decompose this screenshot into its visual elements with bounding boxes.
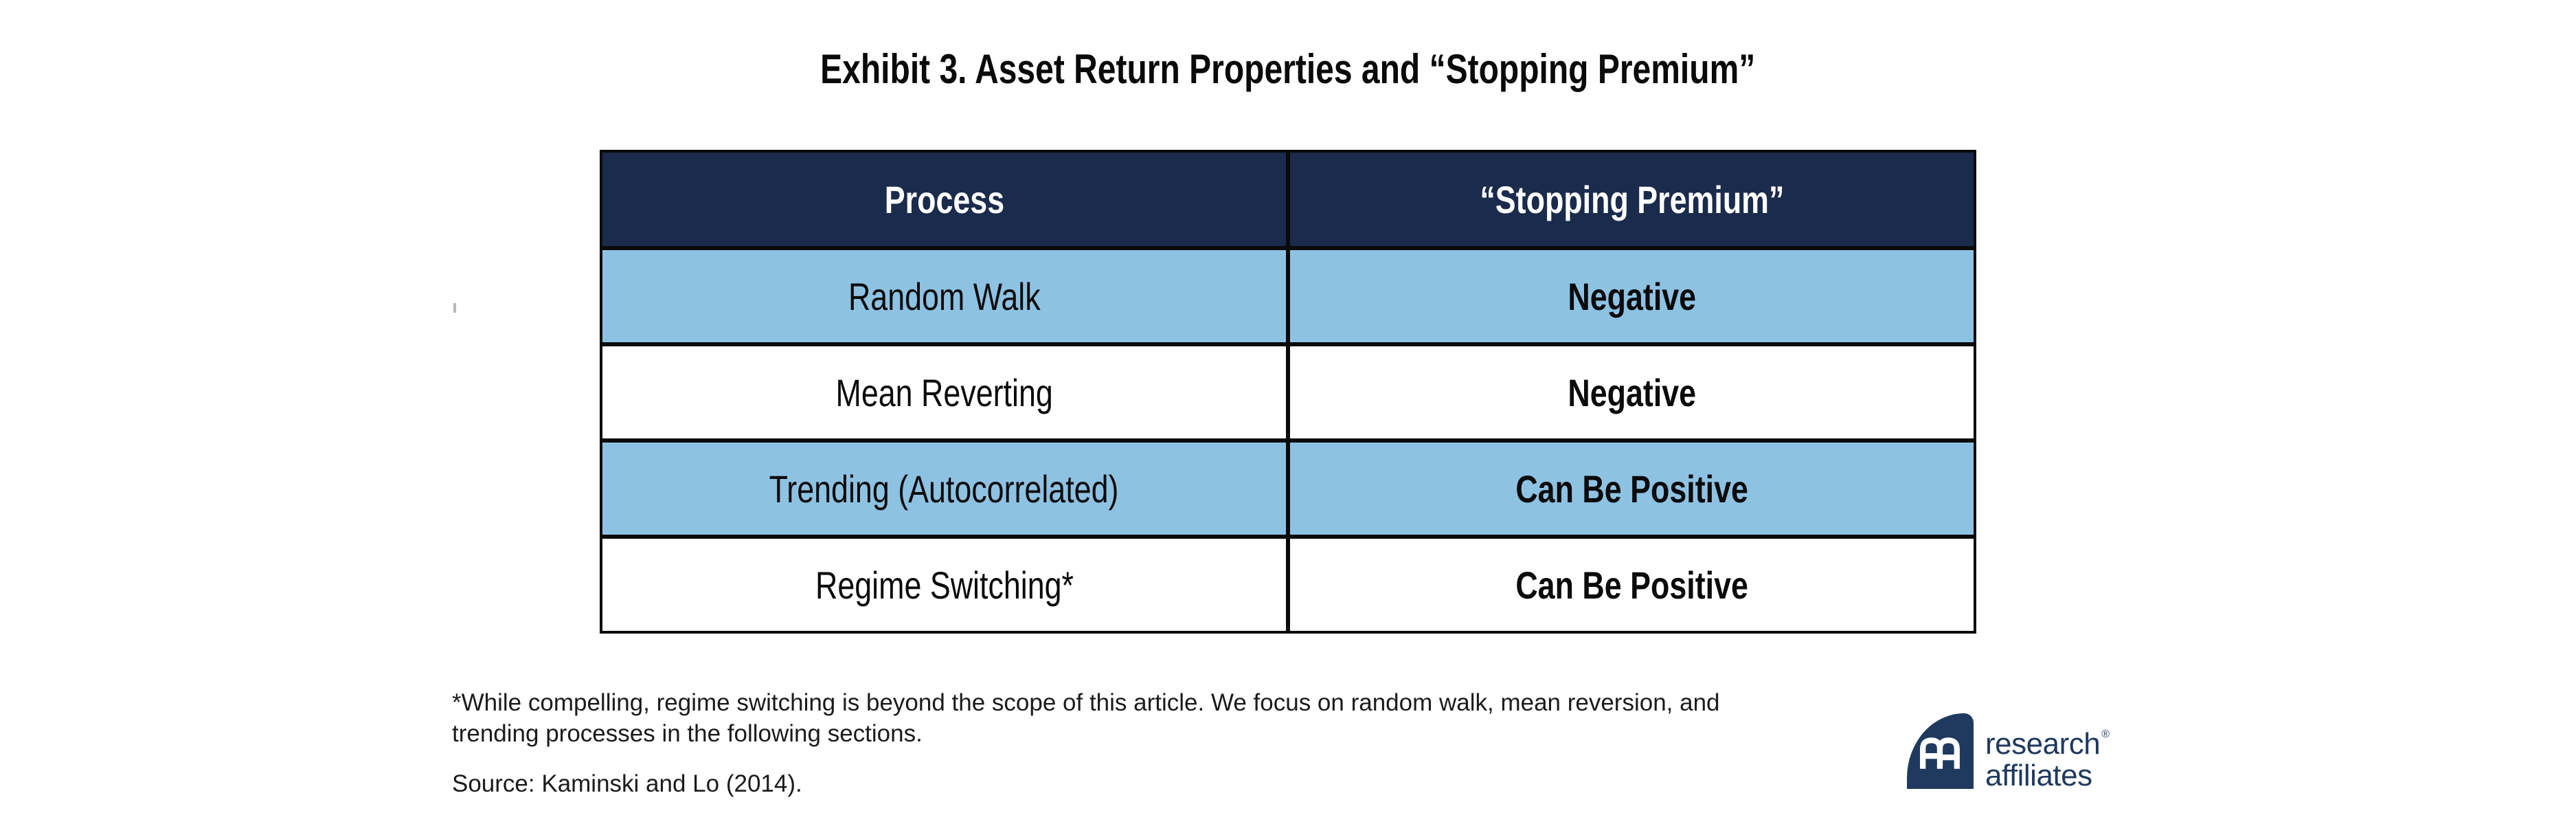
table-cell-process: Mean Reverting bbox=[602, 346, 1286, 438]
exhibit-title-text: Exhibit 3. Asset Return Properties and “… bbox=[820, 46, 1756, 92]
exhibit-title: Exhibit 3. Asset Return Properties and “… bbox=[0, 48, 2576, 91]
table-cell-premium: Can Be Positive bbox=[1290, 539, 1974, 631]
research-affiliates-logo: research® affiliates bbox=[1907, 713, 2110, 792]
table-cell-premium: Negative bbox=[1290, 346, 1974, 438]
stopping-premium-table: Process “Stopping Premium” Random Walk N… bbox=[600, 150, 1976, 634]
footnote-line-2: trending processes in the following sect… bbox=[452, 720, 923, 747]
table-cell-process: Regime Switching* bbox=[602, 539, 1286, 631]
column-header-stopping-premium: “Stopping Premium” bbox=[1290, 153, 1974, 246]
footnote-line-1: *While compelling, regime switching is b… bbox=[452, 689, 1720, 716]
registered-trademark-symbol: ® bbox=[2101, 728, 2110, 740]
table-cell-premium: Can Be Positive bbox=[1290, 443, 1974, 535]
column-header-process: Process bbox=[602, 153, 1286, 246]
table-cell-premium: Negative bbox=[1290, 250, 1974, 342]
logo-wordmark: research® affiliates bbox=[1985, 719, 2110, 792]
ra-monogram-icon bbox=[1919, 737, 1960, 770]
source-attribution: Source: Kaminski and Lo (2014). bbox=[452, 770, 802, 797]
logo-wordmark-line1: research® bbox=[1985, 727, 2110, 761]
stray-mark bbox=[453, 303, 456, 313]
logo-quarter-circle bbox=[1907, 713, 1974, 789]
footnote: *While compelling, regime switching is b… bbox=[452, 687, 1720, 749]
table-cell-process: Random Walk bbox=[602, 250, 1286, 342]
table-cell-process: Trending (Autocorrelated) bbox=[602, 443, 1286, 535]
logo-wordmark-line2: affiliates bbox=[1985, 759, 2092, 792]
